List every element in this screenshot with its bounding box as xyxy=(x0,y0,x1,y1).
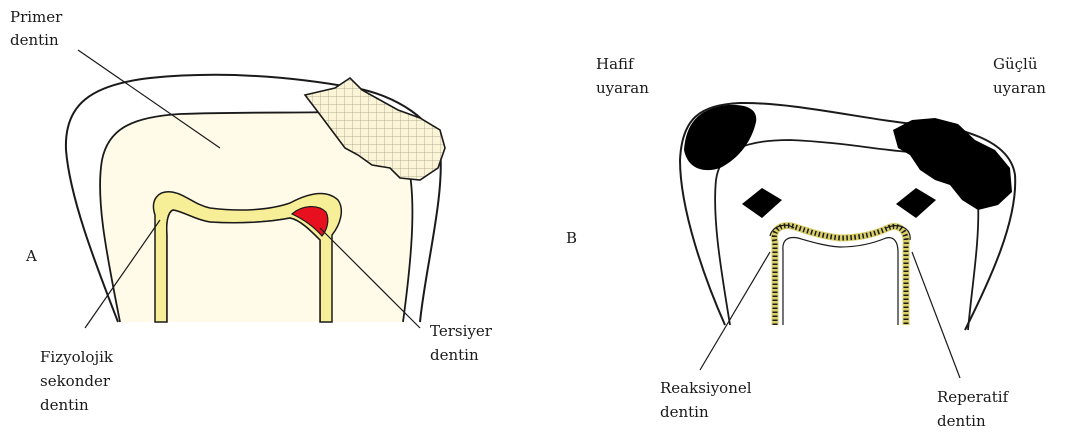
panel-a-letter: A xyxy=(25,247,37,265)
primer-label-line2: dentin xyxy=(10,31,59,49)
panel-b-tooth xyxy=(680,103,1015,378)
reperatif-label-line1: Reperatif xyxy=(937,388,1010,406)
fizyo-label-line3: dentin xyxy=(40,396,89,414)
tersiyer-label-line2: dentin xyxy=(430,346,479,364)
reaksiyonel-label-line1: Reaksiyonel xyxy=(660,379,752,397)
reperatif-label-line2: dentin xyxy=(937,412,986,430)
reaksiyonel-leader xyxy=(700,252,770,370)
reperatif-leader xyxy=(912,252,960,378)
pulp-chamber xyxy=(167,210,320,322)
pulp-chamber-b xyxy=(783,238,898,326)
hafif-label-line2: uyaran xyxy=(596,79,649,97)
primer-label-line1: Primer xyxy=(10,8,63,26)
guclu-label-line1: Güçlü xyxy=(993,55,1038,73)
fizyo-label-line2: sekonder xyxy=(40,372,111,390)
strong-stimulus-marker xyxy=(896,188,936,218)
panel-a-tooth xyxy=(66,50,445,328)
mild-stimulus-marker xyxy=(742,188,782,218)
panel-b-letter: B xyxy=(566,229,577,247)
guclu-label-line2: uyaran xyxy=(993,79,1046,97)
tersiyer-label-line1: Tersiyer xyxy=(430,322,493,340)
mild-stimulus-lesion xyxy=(684,105,756,170)
hafif-label-line1: Hafif xyxy=(596,55,635,73)
fizyo-label-line1: Fizyolojik xyxy=(40,348,114,366)
reaksiyonel-label-line2: dentin xyxy=(660,403,709,421)
